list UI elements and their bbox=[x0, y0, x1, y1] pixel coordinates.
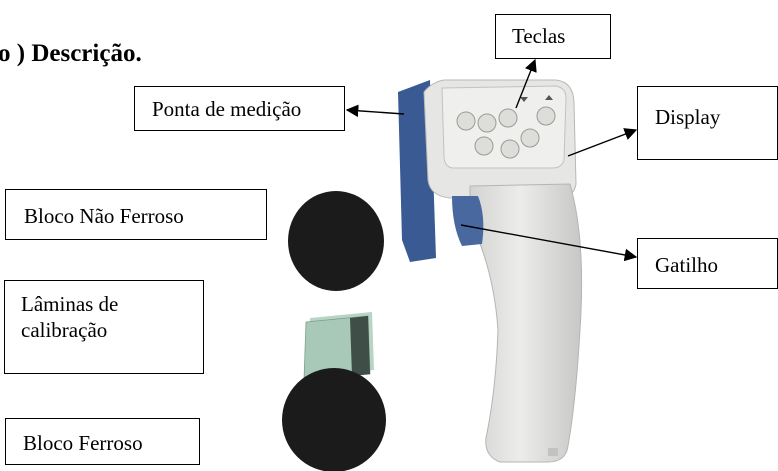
label-bloco-ferroso: Bloco Ferroso bbox=[5, 418, 200, 465]
arrow-teclas bbox=[515, 58, 537, 109]
calibration-foils bbox=[303, 312, 374, 381]
trigger bbox=[452, 196, 484, 246]
device-grip bbox=[469, 183, 583, 463]
ferrous-block bbox=[282, 368, 386, 471]
arrow-down-icon bbox=[520, 97, 528, 102]
label-laminas-line1: Lâminas de bbox=[21, 292, 119, 316]
non-ferrous-block bbox=[288, 191, 384, 291]
arrow-gatilho bbox=[460, 224, 638, 262]
label-gatilho-text: Gatilho bbox=[655, 253, 718, 277]
label-display: Display bbox=[637, 86, 778, 160]
battery-cover bbox=[548, 448, 558, 456]
label-display-text: Display bbox=[655, 105, 721, 129]
label-bloco-nao-ferroso: Bloco Não Ferroso bbox=[5, 189, 267, 240]
label-bloco-ferroso-text: Bloco Ferroso bbox=[23, 431, 143, 455]
arrow-display bbox=[567, 128, 638, 157]
coating-gauge bbox=[398, 79, 583, 463]
arrow-ponta bbox=[345, 104, 405, 118]
label-bloco-nao-ferroso-text: Bloco Não Ferroso bbox=[24, 204, 184, 228]
label-teclas-text: Teclas bbox=[512, 24, 566, 48]
label-ponta-text: Ponta de medição bbox=[152, 97, 302, 121]
label-ponta-de-medicao: Ponta de medição bbox=[134, 86, 345, 131]
label-gatilho: Gatilho bbox=[637, 238, 778, 289]
label-teclas: Teclas bbox=[495, 14, 611, 59]
keypad-buttons bbox=[456, 106, 556, 159]
label-laminas-de-calibracao: Lâminas de calibração bbox=[4, 280, 204, 374]
section-heading: o ) Descrição. bbox=[0, 40, 142, 67]
arrow-up-icon bbox=[545, 95, 553, 100]
label-laminas-line2: calibração bbox=[21, 318, 108, 343]
keypad-panel bbox=[441, 85, 567, 169]
